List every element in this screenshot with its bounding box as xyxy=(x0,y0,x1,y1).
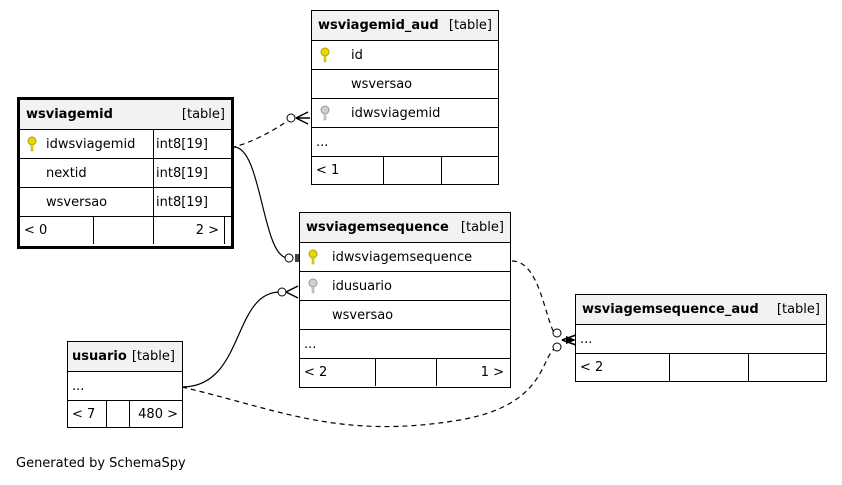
parents-count[interactable]: < 2 xyxy=(304,365,328,380)
column-row[interactable]: id xyxy=(312,41,498,70)
column-name: idwsviagemid xyxy=(20,130,154,158)
table-kind: [table] xyxy=(460,220,504,235)
column-name: idusuario xyxy=(332,278,392,294)
column-row[interactable]: idusuario xyxy=(300,272,510,301)
table-name: wsviagemsequence_aud xyxy=(582,302,759,317)
edge-usuario-sequence-optional xyxy=(277,287,287,297)
primary-key-icon xyxy=(27,136,37,156)
footer-middle xyxy=(375,359,436,386)
table-header: wsviagemid_aud [table] xyxy=(312,11,498,41)
more-columns: ... xyxy=(68,372,182,401)
column-type: int8[19] xyxy=(156,194,208,210)
column-name: nextid xyxy=(20,159,154,187)
column-row[interactable]: wsversao xyxy=(312,70,498,99)
edge-usuario-sequence-aud xyxy=(181,347,556,428)
table-kind: [table] xyxy=(181,107,225,122)
table-wsviagemid[interactable]: wsviagemid [table] idwsviagemid int8[19]… xyxy=(17,97,234,249)
table-name: wsviagemid_aud xyxy=(318,18,439,33)
table-usuario[interactable]: usuario [table] ... < 7 480 > xyxy=(67,341,183,428)
edge-sequence-sequence-aud-optional xyxy=(552,328,562,338)
edge-sequence-aud-arrowhead xyxy=(566,336,576,344)
children-count[interactable]: 2 > xyxy=(153,217,224,244)
more-columns: ... xyxy=(576,325,826,354)
parents-count[interactable]: < 0 xyxy=(24,223,48,238)
edge-wsviagemid-sequence-one xyxy=(295,254,299,262)
primary-key-icon xyxy=(320,47,330,67)
more-columns-label: ... xyxy=(304,336,317,352)
column-row[interactable]: wsversao xyxy=(300,301,510,330)
children-count xyxy=(748,354,826,381)
table-footer: < 7 480 > xyxy=(68,401,182,428)
table-wsviagemid-aud[interactable]: wsviagemid_aud [table] id wsversao idwsv… xyxy=(311,10,499,185)
column-row[interactable]: idwsviagemid int8[19] xyxy=(20,130,231,159)
footer-middle xyxy=(93,217,153,244)
table-header: wsviagemsequence [table] xyxy=(300,213,510,243)
children-count[interactable]: 1 > xyxy=(436,359,510,386)
table-kind: [table] xyxy=(776,302,820,317)
column-name: wsversao xyxy=(351,76,413,92)
more-columns-label: ... xyxy=(72,378,85,394)
more-columns: ... xyxy=(300,330,510,359)
parents-count[interactable]: < 1 xyxy=(316,163,340,178)
column-row[interactable]: idwsviagemid xyxy=(312,99,498,128)
edge-usuario-sequence-crowfoot xyxy=(285,285,299,299)
column-name: id xyxy=(351,47,363,63)
children-count xyxy=(441,157,498,184)
edge-usuario-sequence xyxy=(181,291,281,388)
column-name: wsversao xyxy=(20,188,154,216)
generated-by-label: Generated by SchemaSpy xyxy=(16,456,186,471)
table-footer: < 2 1 > xyxy=(300,359,510,386)
more-columns-label: ... xyxy=(316,134,329,150)
table-footer: < 2 xyxy=(576,354,826,381)
parents-count[interactable]: < 7 xyxy=(72,407,96,422)
edge-wsviagemid-sequence xyxy=(222,146,289,259)
column-row[interactable]: idwsviagemsequence xyxy=(300,243,510,272)
table-kind: [table] xyxy=(131,349,175,364)
edge-wsviagemid-aud-optional xyxy=(286,113,296,123)
table-name: wsviagemid xyxy=(26,107,113,122)
column-type: int8[19] xyxy=(156,165,208,181)
table-name: wsviagemsequence xyxy=(306,220,449,235)
table-header: wsviagemsequence_aud [table] xyxy=(576,295,826,325)
table-header: wsviagemid [table] xyxy=(20,100,231,130)
footer-middle xyxy=(106,401,129,428)
table-footer: < 1 xyxy=(312,157,498,184)
edge-wsviagemid-aud-crowfoot xyxy=(295,111,310,125)
footer-middle xyxy=(383,157,441,184)
column-name: wsversao xyxy=(332,307,394,323)
parents-count[interactable]: < 2 xyxy=(580,360,604,375)
table-header: usuario [table] xyxy=(68,342,182,372)
column-name: idwsviagemsequence xyxy=(332,249,473,265)
footer-middle xyxy=(669,354,748,381)
column-row[interactable]: nextid int8[19] xyxy=(20,159,231,188)
table-wsviagemsequence[interactable]: wsviagemsequence [table] idwsviagemseque… xyxy=(299,212,511,388)
primary-key-icon xyxy=(308,249,318,269)
table-kind: [table] xyxy=(448,18,492,33)
edge-sequence-sequence-aud xyxy=(511,260,556,335)
table-footer: < 0 2 > xyxy=(20,217,225,244)
edge-wsviagemid-sequence-optional xyxy=(284,253,294,263)
edge-usuario-sequence-aud-optional xyxy=(552,342,562,352)
more-columns: ... xyxy=(312,128,498,157)
more-columns-label: ... xyxy=(580,331,593,347)
foreign-key-icon xyxy=(308,278,318,298)
column-row[interactable]: wsversao int8[19] xyxy=(20,188,231,217)
column-type: int8[19] xyxy=(156,136,208,152)
table-wsviagemsequence-aud[interactable]: wsviagemsequence_aud [table] ... < 2 xyxy=(575,294,827,382)
table-name: usuario xyxy=(72,349,127,364)
children-count[interactable]: 480 > xyxy=(129,401,182,428)
column-name: idwsviagemid xyxy=(351,105,441,121)
foreign-key-icon xyxy=(320,105,330,125)
